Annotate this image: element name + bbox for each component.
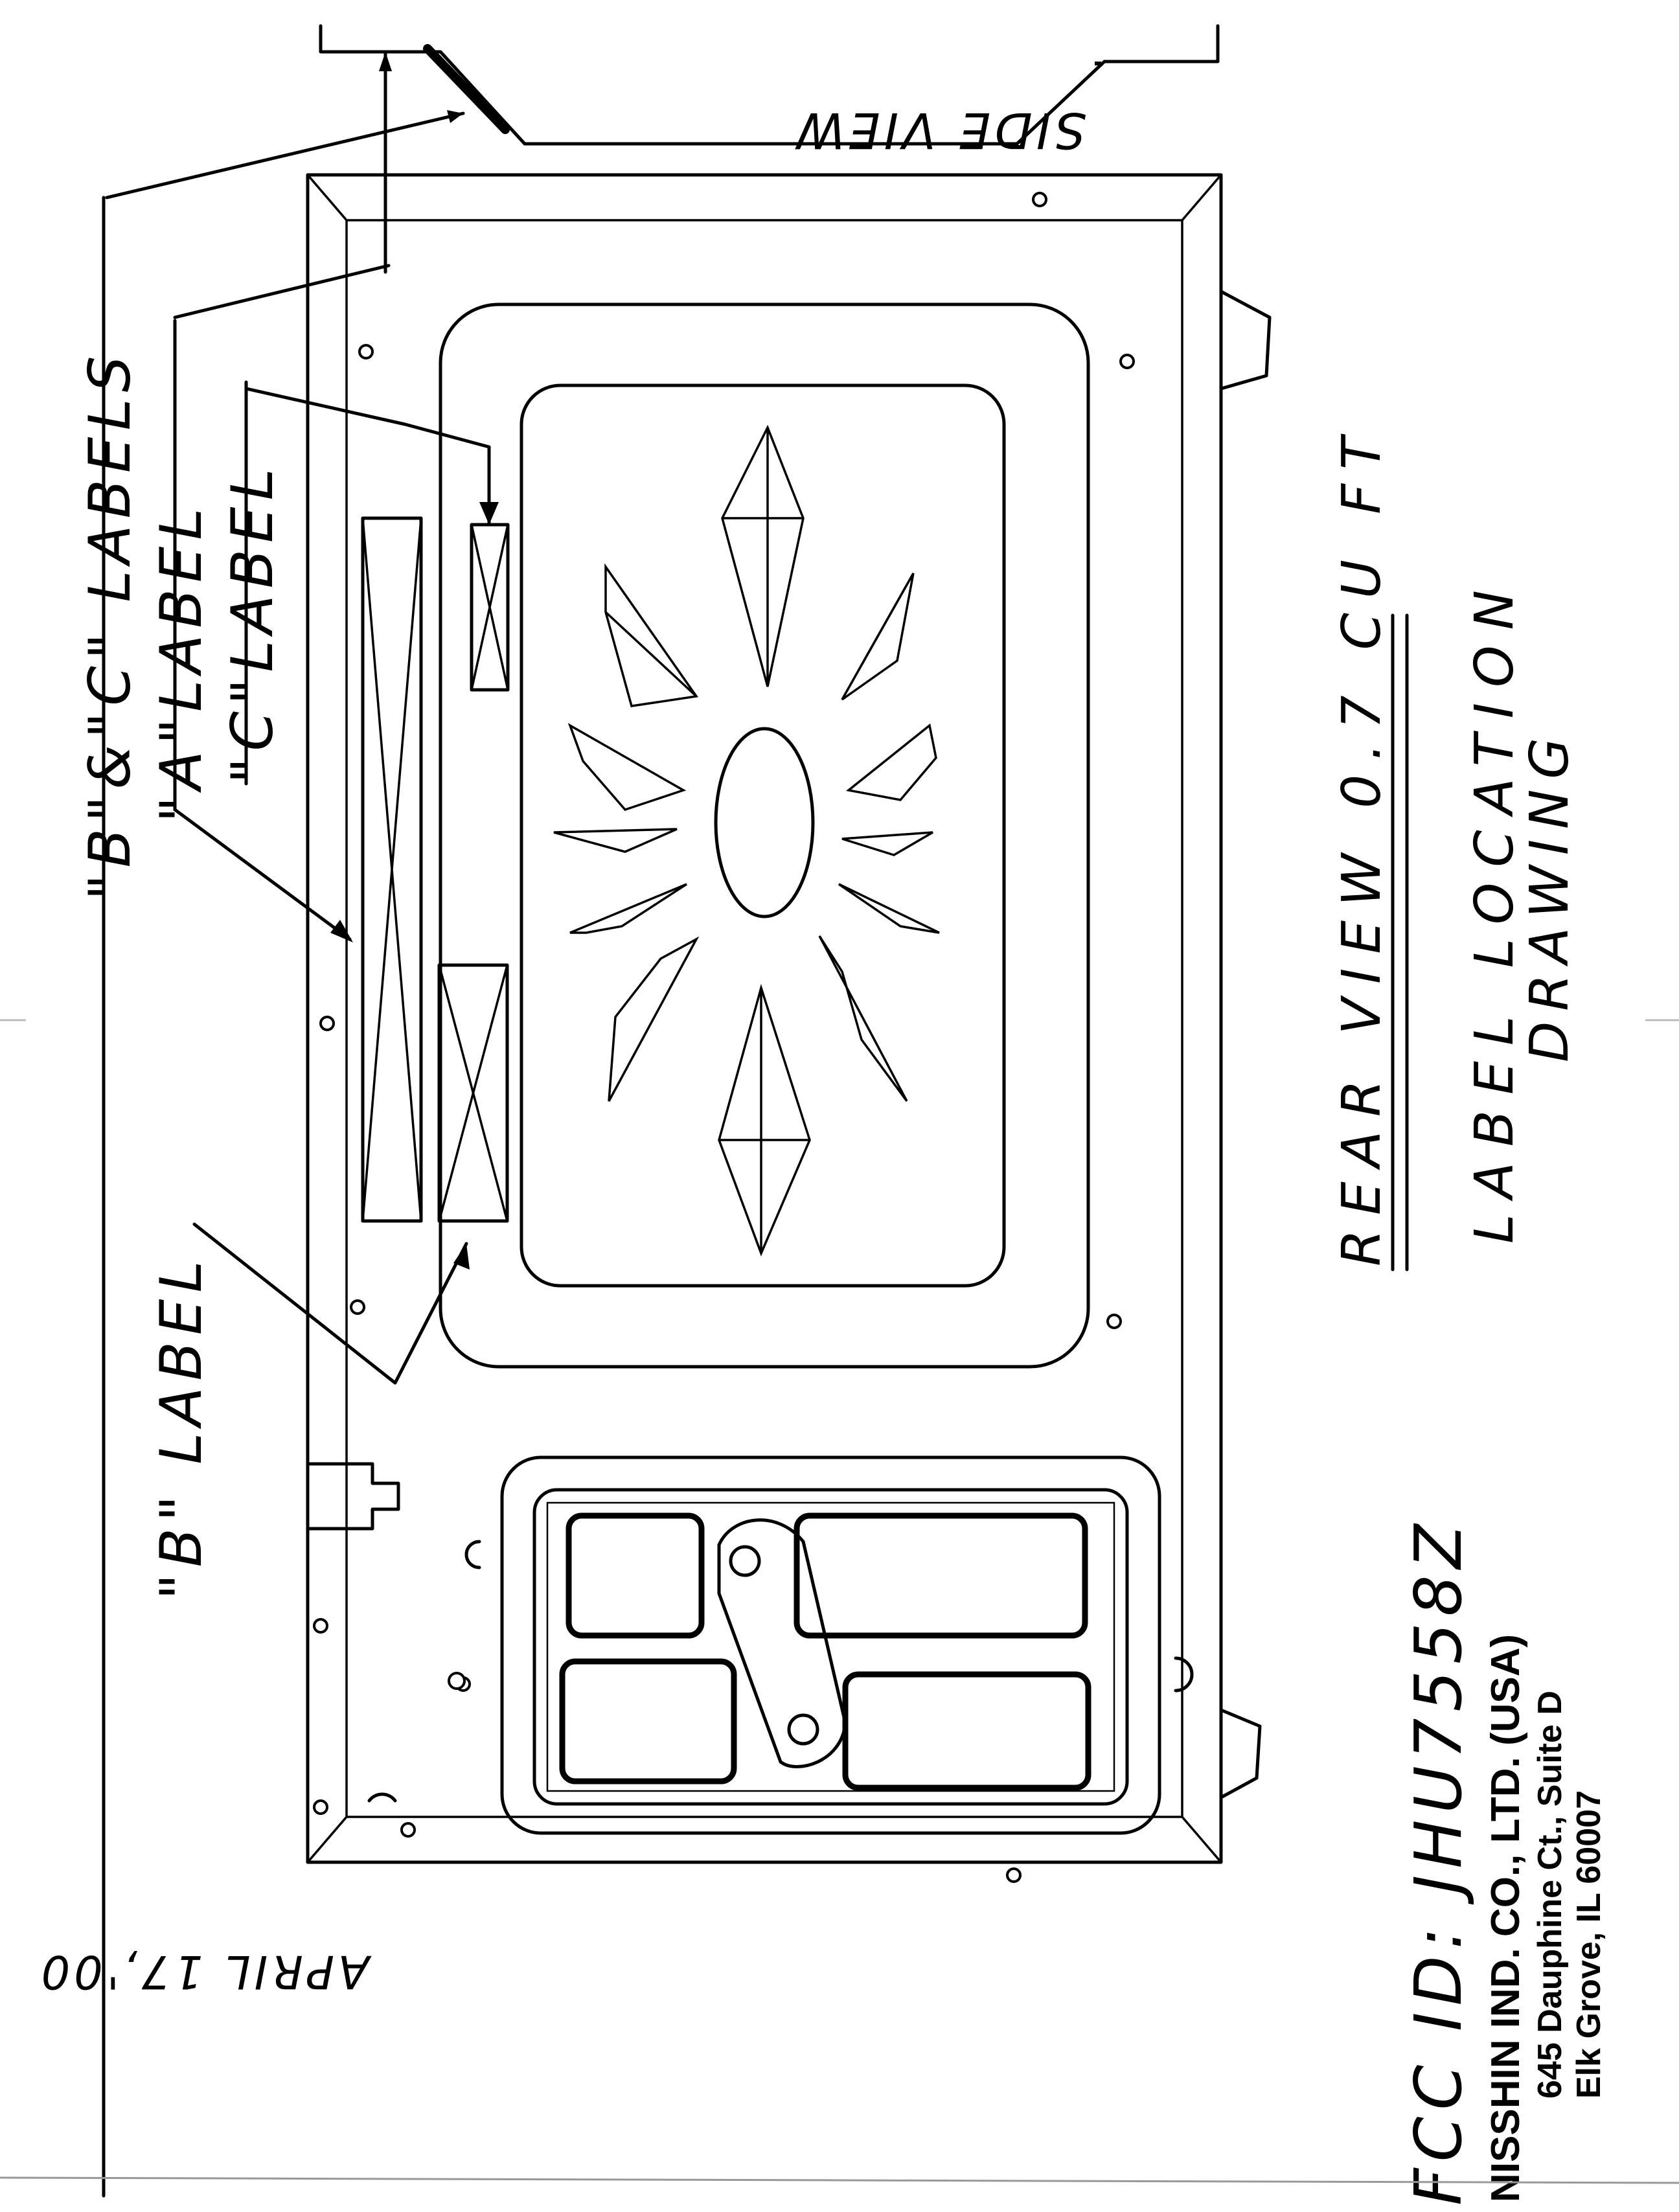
company-address-line1: 645 Dauphine Ct., Suite D: [1531, 1691, 1569, 2099]
drawing-subtitle-line2: DRAWING: [1519, 727, 1581, 1062]
embossed-cavity: [439, 302, 1090, 1369]
drawing-subtitle-line1: LABEL LOCATION: [1464, 575, 1525, 1244]
leader-lines: [102, 50, 499, 2198]
b-and-c-labels-callout: "B"&"C" LABELS: [76, 350, 143, 900]
drawing-title: REAR VIEW 0.7 CU FT: [1331, 423, 1393, 1266]
a-label-callout: "A"LABEL: [148, 502, 214, 823]
drawing-date: APRIL 17,'00: [38, 1945, 372, 1998]
company-name: NISSHIN IND. CO., LTD. (USA): [1483, 1634, 1528, 2202]
c-label-callout: "C"LABEL: [219, 462, 286, 784]
label-b-box: [437, 963, 509, 1223]
label-a-box: [361, 516, 423, 1223]
company-address-line2: Elk Grove, IL 60007: [1570, 1790, 1608, 2099]
side-view-profile: SIDE VIEW: [319, 24, 1220, 159]
rear-panel: [306, 173, 1272, 1883]
side-view-label: SIDE VIEW: [793, 102, 1086, 159]
label-boxes: [361, 516, 510, 1223]
fcc-id: FCC ID: JHU7558Z: [1400, 1518, 1476, 2206]
vent-panel: [448, 1455, 1194, 1835]
b-label-callout: "B" LABEL: [148, 1254, 214, 1600]
